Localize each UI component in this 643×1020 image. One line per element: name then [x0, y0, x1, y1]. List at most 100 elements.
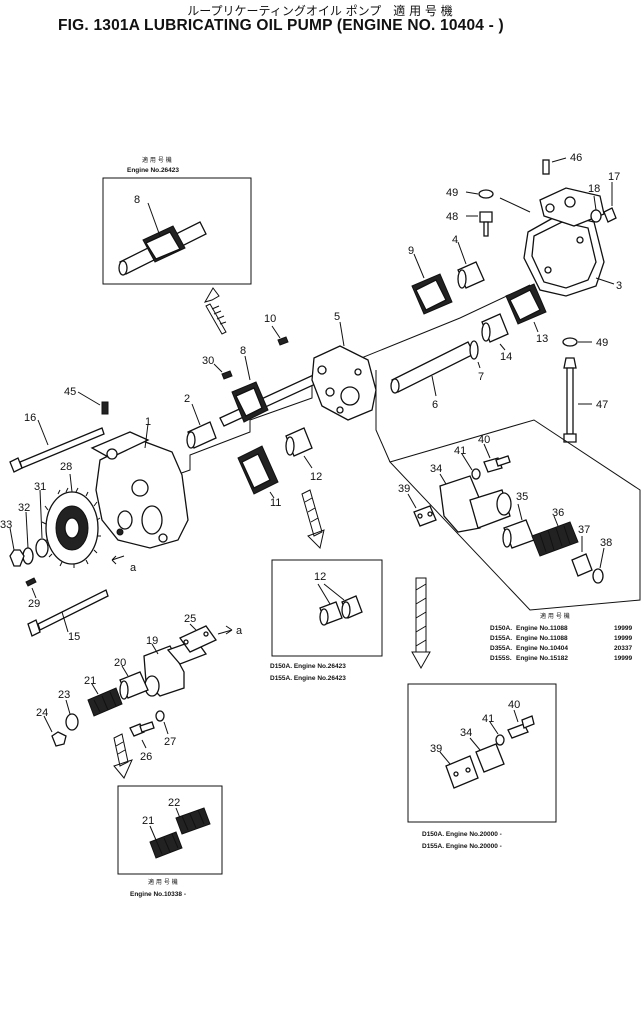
spring-36: [531, 521, 579, 557]
svg-text:32: 32: [18, 502, 30, 514]
svg-text:24: 24: [36, 707, 48, 719]
svg-text:Engine No.11088: Engine No.11088: [516, 625, 568, 632]
pump-case-3: [523, 187, 605, 297]
cover-plate-5: [311, 345, 377, 421]
svg-text:Engine No.11088: Engine No.11088: [516, 635, 568, 642]
svg-text:30: 30: [202, 355, 214, 367]
svg-text:5: 5: [334, 311, 340, 323]
svg-text:49: 49: [596, 337, 608, 349]
shaft-6: [390, 341, 475, 394]
washer-27: [155, 710, 165, 722]
bolt-47: [563, 357, 577, 443]
hatched-arrow-1: [203, 287, 227, 335]
inset-top-left: 適 用 号 機 Engine No.26423 8: [102, 156, 252, 285]
svg-text:19999: 19999: [614, 635, 632, 642]
inset-right-lower: 39 34 41 40 D150A. Engine No.20000 - D15…: [407, 683, 557, 850]
svg-text:40: 40: [508, 699, 520, 711]
svg-text:23: 23: [58, 689, 70, 701]
svg-text:適 用 号 機: 適 用 号 機: [148, 878, 178, 886]
flow-label-a-1: a: [130, 562, 137, 574]
svg-text:6: 6: [432, 399, 438, 411]
svg-text:11: 11: [270, 497, 281, 509]
svg-text:7: 7: [478, 371, 484, 383]
svg-text:Engine No.10404: Engine No.10404: [516, 645, 568, 652]
svg-text:12: 12: [310, 471, 322, 483]
washer-7: [469, 340, 479, 360]
svg-text:8: 8: [240, 345, 246, 357]
pump-body: [90, 431, 189, 549]
flow-label-a-2: a: [236, 625, 243, 637]
svg-text:適 用 号 機: 適 用 号 機: [540, 612, 570, 620]
gear-28: [41, 487, 101, 568]
svg-text:33: 33: [0, 519, 12, 531]
svg-text:Engine No.15182: Engine No.15182: [516, 655, 568, 662]
svg-text:20337: 20337: [614, 645, 632, 652]
svg-text:41: 41: [454, 445, 466, 457]
svg-text:3: 3: [616, 280, 622, 292]
svg-text:35: 35: [516, 491, 528, 503]
svg-text:D155S.: D155S.: [490, 655, 512, 662]
flange-25: [179, 625, 217, 653]
svg-text:45: 45: [64, 386, 76, 398]
svg-text:28: 28: [60, 461, 72, 473]
svg-text:26: 26: [140, 751, 152, 763]
svg-text:17: 17: [608, 171, 620, 183]
inset-top-left-label: Engine No.26423: [127, 167, 179, 174]
svg-text:34: 34: [460, 727, 472, 739]
japanese-title: ループリケーティングオイル ポンプ 適 用 号 機: [187, 4, 453, 18]
svg-text:40: 40: [478, 434, 490, 446]
svg-text:19999: 19999: [614, 625, 632, 632]
hatched-arrow-4: [113, 733, 133, 779]
svg-text:D155A. Engine No.20000 -: D155A. Engine No.20000 -: [422, 843, 502, 850]
svg-text:20: 20: [114, 657, 126, 669]
driven-gear-11: [237, 445, 279, 495]
plug-37: [571, 553, 593, 577]
spring-21: [87, 687, 123, 717]
svg-text:D155A. Engine No.26423: D155A. Engine No.26423: [270, 675, 346, 682]
svg-text:12: 12: [314, 571, 326, 583]
svg-text:22: 22: [168, 797, 180, 809]
inset-top-left-part: 8: [134, 194, 140, 206]
svg-text:21: 21: [84, 675, 96, 687]
svg-text:34: 34: [430, 463, 442, 475]
figure-title: FIG. 1301A LUBRICATING OIL PUMP (ENGINE …: [58, 17, 504, 34]
pin-45: [101, 401, 109, 415]
nut-24: [51, 731, 67, 747]
svg-text:37: 37: [578, 524, 590, 536]
washer-49-lower: [562, 337, 578, 347]
svg-text:39: 39: [398, 483, 410, 495]
hatched-arrow-3: [411, 577, 431, 670]
washer-41: [471, 468, 481, 480]
svg-text:47: 47: [596, 399, 608, 411]
svg-text:D150A.: D150A.: [490, 625, 512, 632]
svg-text:18: 18: [588, 183, 600, 195]
inset-right-upper-frame: [389, 419, 641, 611]
svg-text:14: 14: [500, 351, 512, 363]
svg-text:39: 39: [430, 743, 442, 755]
gear-13: [505, 283, 547, 325]
washer-31: [35, 538, 49, 558]
svg-text:D150A. Engine No.20000 -: D150A. Engine No.20000 -: [422, 831, 502, 838]
svg-text:13: 13: [536, 333, 548, 345]
svg-text:19: 19: [146, 635, 158, 647]
svg-text:1: 1: [145, 416, 151, 428]
svg-text:10: 10: [264, 313, 276, 325]
svg-text:16: 16: [24, 412, 36, 424]
plug-23: [65, 713, 79, 731]
pin-29: [25, 577, 37, 587]
svg-text:31: 31: [34, 481, 46, 493]
gasket-39: [413, 505, 437, 527]
svg-text:D150A. Engine No.26423: D150A. Engine No.26423: [270, 663, 346, 670]
svg-text:48: 48: [446, 211, 458, 223]
bolt-16: [9, 427, 105, 473]
bolt-26: [129, 721, 155, 737]
svg-text:25: 25: [184, 613, 196, 625]
svg-text:29: 29: [28, 598, 40, 610]
svg-text:D355A.: D355A.: [490, 645, 512, 652]
svg-text:49: 49: [446, 187, 458, 199]
svg-text:21: 21: [142, 815, 154, 827]
inset-bottom-left: 22 21 適 用 号 機 Engine No.10338 -: [117, 785, 223, 898]
gear-9: [411, 273, 453, 315]
svg-text:38: 38: [600, 537, 612, 549]
svg-text:15: 15: [68, 631, 80, 643]
